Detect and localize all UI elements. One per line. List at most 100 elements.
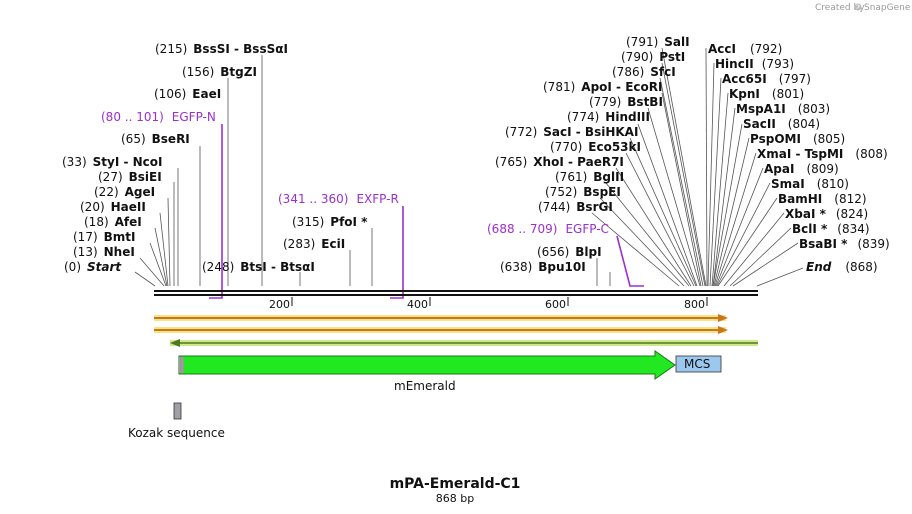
svg-text:BclI *(834): BclI *(834) (792, 222, 870, 236)
primer-egfp-n: (80 .. 101)EGFP-N (101, 110, 223, 299)
svg-text:BsaBI *(839): BsaBI * (839) (799, 237, 890, 251)
site-pos: (809) (806, 162, 838, 176)
site-name: SacI - BsiHKAI (543, 125, 638, 139)
site-name: AgeI (125, 185, 155, 199)
svg-text:ApaI(809): ApaI(809) (764, 162, 839, 176)
enzyme-labels-right-outer: AccI(792) HincII(793) Acc65I(797) KpnI(8… (708, 42, 890, 274)
site-pos: (156) (182, 65, 214, 79)
svg-text:(22)AgeI: (22) AgeI (94, 185, 155, 199)
svg-text:(688 .. 709)EGFP-C: (688 .. 709) EGFP-C (487, 222, 609, 236)
feature-mEmerald: mEmerald (178, 350, 676, 393)
site-pos: (752) (545, 185, 577, 199)
site-name: Bpu10I (538, 260, 585, 274)
svg-text:(315)PfoI *: (315)PfoI * (292, 215, 368, 229)
site-pos: (834) (837, 222, 869, 236)
site-pos: (808) (855, 147, 887, 161)
site-pos: (27) (98, 170, 123, 184)
site-name: XhoI - PaeR7I (533, 155, 624, 169)
svg-text:PspOMI(805): PspOMI (805) (750, 132, 845, 146)
svg-text:(774)HindIII: (774) HindIII (567, 110, 650, 124)
site-pos: (22) (94, 185, 119, 199)
site-name: Acc65I (722, 72, 767, 86)
site-name: HaeII (111, 200, 146, 214)
site-name: EciI (321, 237, 345, 251)
site-pos: (801) (772, 87, 804, 101)
site-pos: (17) (73, 230, 98, 244)
site-pos: (248) (202, 260, 234, 274)
site-name: BstBI (627, 95, 663, 109)
site-pos: (779) (589, 95, 621, 109)
svg-text:AccI(792): AccI(792) (708, 42, 782, 56)
svg-text:SmaI(810): SmaI (810) (771, 177, 849, 191)
svg-text:(752)BspEI: (752) BspEI (545, 185, 621, 199)
site-name: BtgZI (220, 65, 257, 79)
svg-text:(248)BtsI - BtsαI: (248) BtsI - BtsαI (202, 260, 315, 274)
ruler-label: 600 (545, 298, 566, 311)
feature-kozak: Kozak sequence (128, 402, 225, 440)
site-name: XmaI - TspMI (757, 147, 843, 161)
site-pos: (805) (813, 132, 845, 146)
site-name: Start (87, 260, 122, 274)
site-name: StyI - NcoI (93, 155, 163, 169)
site-name: BseRI (152, 132, 190, 146)
svg-text:(790)PstI: (790)PstI (621, 50, 685, 64)
svg-text:(27)BsiEI: (27) BsiEI (98, 170, 162, 184)
site-name: BsaBI * (799, 237, 848, 251)
site-name: BssSI - BssSαI (193, 42, 288, 56)
site-pos: (33) (62, 155, 87, 169)
site-pos: (215) (155, 42, 187, 56)
svg-text:End(868): End(868) (806, 260, 878, 274)
site-name: NheI (104, 245, 135, 259)
site-pos: (810) (817, 177, 849, 191)
svg-text:XmaI - TspMI(808): XmaI - TspMI (808) (757, 147, 888, 161)
site-name: BsrGI (576, 200, 613, 214)
enzyme-labels-left: (215) BssSI - BssSαI (156) BtgZI (106)EaeI… (62, 42, 288, 274)
primer-pos: (341 .. 360) (278, 192, 348, 206)
svg-text:(283)EciI: (283) EciI (283, 237, 345, 251)
ruler: 200 400 600 800 (269, 297, 708, 311)
svg-text:(772)SacI - BsiHKAI: (772) SacI - BsiHKAI (505, 125, 638, 139)
site-pos: (744) (538, 200, 570, 214)
site-name: XbaI * (785, 207, 827, 221)
svg-text:(156)BtgZI: (156) BtgZI (182, 65, 257, 79)
site-name: BlpI (575, 245, 601, 259)
site-name: End (806, 260, 832, 274)
site-name: BsiEI (129, 170, 162, 184)
site-pos: (770) (550, 140, 582, 154)
primer-name: EGFP-N (172, 110, 216, 124)
svg-text:(18)AfeI: (18)AfeI (84, 215, 142, 229)
site-name: AccI (708, 42, 736, 56)
primer-egfp-c: (688 .. 709) EGFP-C (487, 222, 644, 287)
site-name: HindIII (605, 110, 650, 124)
site-name: BmtI (104, 230, 136, 244)
svg-text:(781)ApoI - EcoRI: (781)ApoI - EcoRI (543, 80, 662, 94)
site-name: PspOMI (750, 132, 801, 146)
ruler-label: 800 (684, 298, 705, 311)
svg-text:(20)HaeII: (20)HaeII (80, 200, 146, 214)
site-name: BtsI - BtsαI (240, 260, 315, 274)
site-name: BspEI (583, 185, 621, 199)
svg-text:SacII(804): SacII(804) (743, 117, 820, 131)
site-pos: (774) (567, 110, 599, 124)
svg-text:KpnI(801): KpnI(801) (729, 87, 804, 101)
site-pos: (781) (543, 80, 575, 94)
svg-text:(33)StyI - NcoI: (33) StyI - NcoI (62, 155, 163, 169)
site-pos: (638) (500, 260, 532, 274)
svg-text:(786)SfcI: (786)SfcI (612, 65, 676, 79)
svg-text:(17)BmtI: (17) BmtI (73, 230, 136, 244)
svg-text:(106)EaeI: (106)EaeI (154, 87, 221, 101)
primer-pos: (688 .. 709) (487, 222, 557, 236)
site-pos: (283) (283, 237, 315, 251)
site-pos: (761) (555, 170, 587, 184)
site-pos: (106) (154, 87, 186, 101)
site-pos: (65) (121, 132, 146, 146)
ruler-label: 400 (407, 298, 428, 311)
primer-name: EGFP-C (565, 222, 608, 236)
svg-text:(761)BglII: (761)BglII (555, 170, 624, 184)
site-pos: (839) (857, 237, 889, 251)
svg-text:(0)Start: (0)Start (64, 260, 122, 274)
site-name: SmaI (771, 177, 805, 191)
site-pos: (790) (621, 50, 653, 64)
site-pos: (772) (505, 125, 537, 139)
site-name: Eco53kI (588, 140, 641, 154)
